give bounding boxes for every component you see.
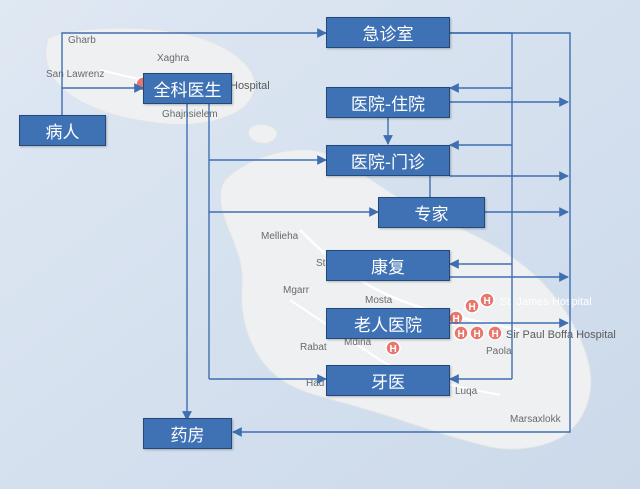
hospital-icon-letter: H xyxy=(492,329,499,340)
arrow-patient-emergency xyxy=(61,28,327,88)
map-label-mgarr: Mgarr xyxy=(283,285,310,296)
node-general-practitioner[interactable]: 全科医生 xyxy=(143,73,232,104)
map-label-xaghra: Xaghra xyxy=(157,53,190,64)
node-specialist[interactable]: 专家 xyxy=(378,197,485,228)
map-label-luqa: Luqa xyxy=(455,386,478,397)
node-pharmacy[interactable]: 药房 xyxy=(143,418,232,449)
hospital-icon xyxy=(453,325,469,341)
map-label-ghajnsielem: Ghajnsielem xyxy=(162,109,218,120)
hospital-icon xyxy=(487,325,503,341)
map-label-paola: Paola xyxy=(486,346,512,357)
map-island-comino xyxy=(247,123,278,144)
map-label-st: St xyxy=(316,258,326,269)
hospital-markers: H H H H H H H xyxy=(385,292,503,356)
map-label-mellieha: Mellieha xyxy=(261,231,299,242)
node-dentist[interactable]: 牙医 xyxy=(326,365,450,396)
node-patient[interactable]: 病人 xyxy=(19,115,106,146)
map-label-marsaxlokk: Marsaxlokk xyxy=(510,414,562,425)
node-elderly-hospital[interactable]: 老人医院 xyxy=(326,308,450,339)
map-island-malta xyxy=(220,149,592,450)
hospital-icon xyxy=(385,340,401,356)
map-label-st-james-hospital: St. James Hospital xyxy=(500,296,592,308)
map-label-had: Had xyxy=(306,378,324,389)
node-rehabilitation[interactable]: 康复 xyxy=(326,250,450,281)
map-label-gharb: Gharb xyxy=(68,35,96,46)
map-label-rabat: Rabat xyxy=(300,342,327,353)
map-road xyxy=(289,299,501,396)
hospital-icon-letter: H xyxy=(453,314,460,325)
map-label-mdina: Mdina xyxy=(344,337,372,348)
map-label-gozo-hospital: Hospital xyxy=(230,80,270,92)
node-hospital-outpatient[interactable]: 医院-门诊 xyxy=(326,145,450,176)
map-label-mosta: Mosta xyxy=(365,295,393,306)
hospital-icon xyxy=(464,298,480,314)
node-hospital-inpatient[interactable]: 医院-住院 xyxy=(326,87,450,118)
hospital-icon-letter: H xyxy=(458,329,465,340)
node-emergency-room[interactable]: 急诊室 xyxy=(326,17,450,48)
hospital-icon xyxy=(479,292,495,308)
hospital-icon-letter: H xyxy=(484,296,491,307)
map-label-san-lawrenz: San Lawrenz xyxy=(46,69,104,80)
connector-lines xyxy=(61,28,571,437)
hospital-icon-letter: H xyxy=(390,344,397,355)
hospital-icon xyxy=(469,325,485,341)
hospital-icon-letter: H xyxy=(469,302,476,313)
map-label-sir-paul-boffa-hospital: Sir Paul Boffa Hospital xyxy=(506,329,616,341)
hospital-icon-letter: H xyxy=(474,329,481,340)
